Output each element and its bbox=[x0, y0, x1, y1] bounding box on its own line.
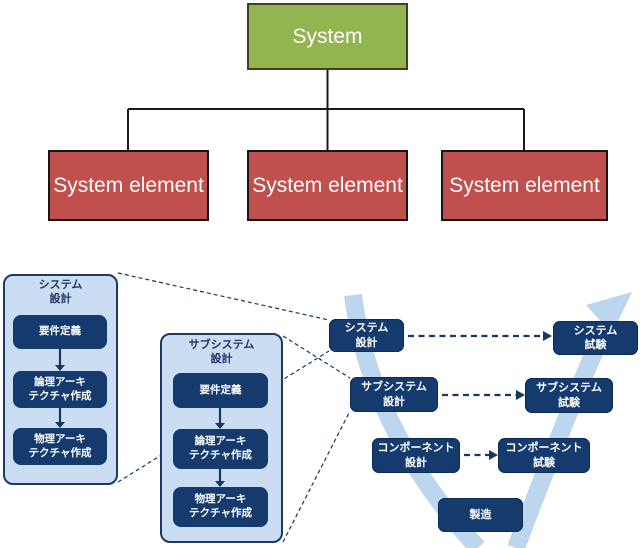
vmodel-component-design-box: コンポーネント 設計 bbox=[372, 438, 460, 473]
system-element-label-3: System element bbox=[449, 173, 600, 197]
v-arrow-up-stroke bbox=[507, 321, 615, 548]
subsystem-design-step-logical-architecture: 論理アーキ テクチャ作成 bbox=[173, 429, 268, 469]
vmodel-subsystem-test-box: サブシステム 試験 bbox=[525, 378, 613, 413]
system-element-label-1: System element bbox=[53, 173, 204, 197]
system-element-label-2: System element bbox=[252, 173, 403, 197]
vmodel-system-design-box: システム 設計 bbox=[329, 319, 404, 352]
tree-connectors bbox=[127, 70, 525, 151]
system-root-label: System bbox=[292, 24, 363, 48]
system-design-step-physical-architecture: 物理アーキ テクチャ作成 bbox=[13, 428, 107, 465]
system-design-step-requirements: 要件定義 bbox=[13, 315, 107, 349]
system-element-box-1: System element bbox=[48, 150, 209, 221]
system-design-panel-title: システム 設計 bbox=[38, 279, 83, 305]
subsystem-design-step-physical-architecture: 物理アーキ テクチャ作成 bbox=[173, 487, 268, 527]
system-element-box-2: System element bbox=[247, 150, 408, 221]
vmodel-subsystem-design-box: サブシステム 設計 bbox=[350, 377, 438, 412]
vmodel-manufacturing-box: 製造 bbox=[438, 498, 523, 532]
vmodel-component-test-box: コンポーネント 試験 bbox=[498, 438, 590, 473]
system-root-box: System bbox=[247, 3, 408, 70]
system-design-step-logical-architecture: 論理アーキ テクチャ作成 bbox=[13, 371, 107, 408]
system-element-box-3: System element bbox=[441, 150, 608, 221]
subsystem-design-step-requirements: 要件定義 bbox=[173, 373, 268, 408]
subsystem-design-panel-title: サブシステム 設計 bbox=[188, 339, 255, 365]
vmodel-system-test-box: システム 試験 bbox=[553, 321, 638, 355]
